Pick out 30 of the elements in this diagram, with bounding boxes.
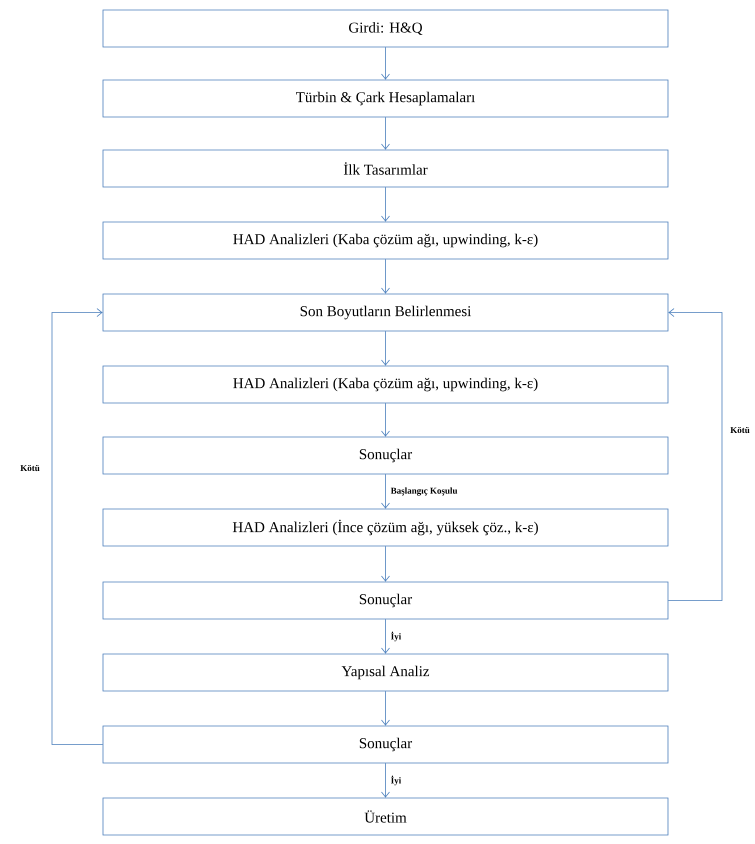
arrow — [381, 117, 390, 150]
process-box: İlk Tasarımlar — [102, 150, 668, 188]
process-box: Üretim — [102, 798, 668, 836]
edge-label: İyi — [390, 630, 402, 642]
process-box: Sonuçlar — [102, 436, 668, 474]
arrow — [381, 403, 390, 437]
arrow — [52, 308, 103, 745]
process-box: HAD Analizleri (Kaba çözüm ağı, upwinding, k-ε) — [102, 222, 668, 260]
arrow — [381, 546, 390, 582]
process-box: Sonuçlar — [102, 726, 668, 764]
process-box: Girdi: H&Q — [102, 10, 668, 48]
arrow — [381, 691, 390, 726]
arrow — [381, 187, 390, 222]
arrow — [668, 308, 722, 601]
process-box: Yapısal Analiz — [102, 654, 668, 692]
process-box: Son Boyutların Belirlenmesi — [102, 294, 668, 332]
arrow — [381, 47, 390, 80]
arrow — [381, 474, 390, 509]
process-box: Sonuçlar — [102, 582, 668, 620]
arrow — [381, 763, 390, 798]
arrow — [381, 259, 390, 294]
process-box: Türbin & Çark Hesaplamaları — [102, 80, 668, 118]
edge-label: İyi — [390, 774, 402, 786]
edge-label: Kötü — [19, 464, 41, 472]
edge-label: Kötü — [729, 426, 751, 434]
arrow — [381, 331, 390, 366]
edge-label: Başlangıç Koşulu — [390, 486, 458, 497]
process-box: HAD Analizleri (İnce çözüm ağı, yüksek çöz., k-ε) — [102, 508, 668, 546]
arrow — [381, 619, 390, 654]
process-box: HAD Analizleri (Kaba çözüm ağı, upwinding, k-ε) — [102, 366, 668, 404]
